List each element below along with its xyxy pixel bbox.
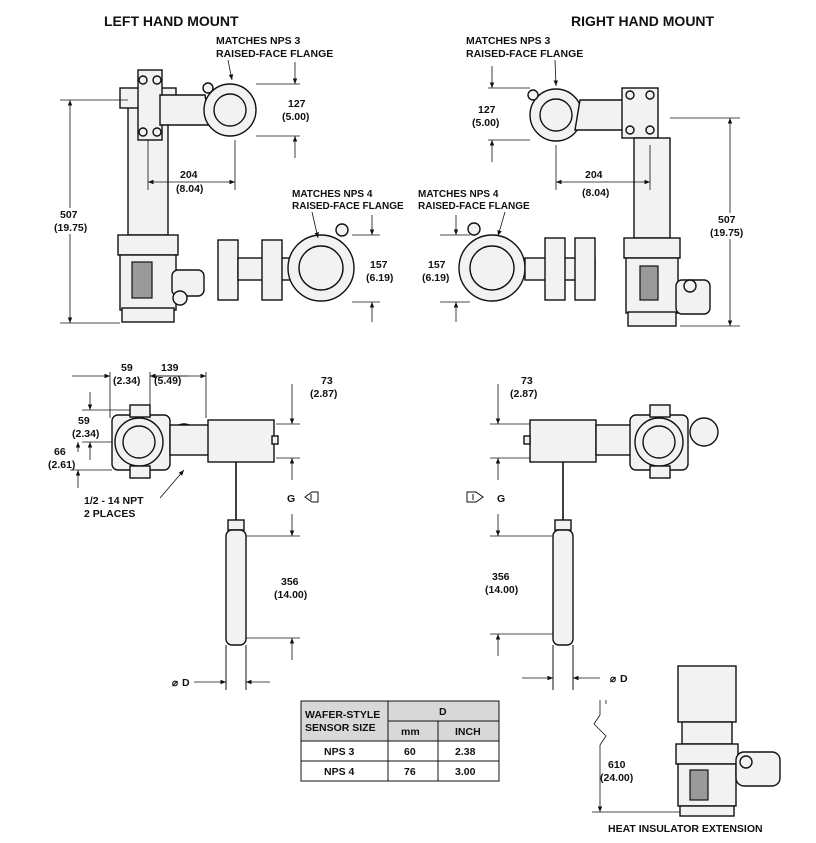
- left-66-dimension: 66 (2.61): [48, 442, 112, 488]
- svg-text:356: 356: [492, 571, 510, 583]
- table-header-size-2: SENSOR SIZE: [305, 722, 376, 734]
- svg-text:507: 507: [60, 209, 78, 221]
- right-157-dimension: 157 (6.19): [422, 215, 470, 322]
- right-356-dimension: 356 (14.00): [485, 514, 553, 656]
- table-row-mm: 76: [404, 766, 416, 778]
- left-127-dimension: 127 (5.00): [256, 62, 309, 158]
- left-nps3-note-2: RAISED-FACE FLANGE: [216, 48, 333, 60]
- svg-text:59: 59: [121, 362, 133, 374]
- svg-text:G: G: [497, 493, 505, 505]
- svg-text:204: 204: [585, 169, 603, 181]
- left-nps4-wafer: [217, 223, 355, 302]
- left-73-dimension: 73 (2.87): [276, 375, 337, 480]
- table-header-inch: INCH: [455, 726, 481, 738]
- left-507-dimension: 507 (19.75): [48, 99, 128, 324]
- svg-text:204: 204: [180, 169, 198, 181]
- svg-text:(2.34): (2.34): [72, 428, 99, 440]
- heat-610-dimension: 610 (24.00): [592, 700, 680, 813]
- svg-text:⌀: ⌀: [172, 678, 178, 689]
- svg-text:(2.87): (2.87): [510, 388, 537, 400]
- table-row-inch: 2.38: [455, 746, 476, 758]
- table-header-mm: mm: [401, 726, 420, 738]
- left-59-horizontal-dimension: 59 (2.34): [72, 362, 188, 418]
- left-204-dimension: 204 (8.04): [147, 140, 236, 195]
- svg-text:356: 356: [281, 576, 299, 588]
- svg-text:(5.00): (5.00): [472, 117, 499, 129]
- left-139-dimension: 139 (5.49): [150, 362, 207, 418]
- svg-text:(5.49): (5.49): [154, 375, 181, 387]
- svg-text:157: 157: [428, 259, 446, 271]
- left-nps3-note-1: MATCHES NPS 3: [216, 35, 301, 47]
- svg-text:(14.00): (14.00): [274, 589, 307, 601]
- svg-text:D: D: [182, 677, 190, 689]
- svg-text:59: 59: [78, 415, 90, 427]
- left-g-marker: G: [287, 491, 319, 505]
- right-nps4-note-2: RAISED-FACE FLANGE: [418, 201, 530, 212]
- npt-note-1: 1/2 - 14 NPT: [84, 495, 144, 507]
- right-nps3-note-1: MATCHES NPS 3: [466, 35, 551, 47]
- svg-text:G: G: [287, 493, 295, 505]
- right-mount-top-view: [527, 87, 711, 327]
- right-nps4-wafer: [458, 222, 596, 302]
- right-nps3-note-2: RAISED-FACE FLANGE: [466, 48, 583, 60]
- left-d-dimension: ⌀ D: [172, 677, 270, 689]
- right-d-dimension: ⌀ D: [522, 673, 628, 685]
- svg-text:(6.19): (6.19): [366, 272, 393, 284]
- svg-text:66: 66: [54, 446, 66, 458]
- table-row-size: NPS 4: [324, 766, 355, 778]
- svg-text:(2.61): (2.61): [48, 459, 75, 471]
- right-mount-front-view: [523, 404, 719, 690]
- npt-note-2: 2 PLACES: [84, 508, 135, 520]
- heat-insulator-view: [675, 665, 781, 817]
- right-nps4-note-1: MATCHES NPS 4: [418, 189, 499, 200]
- left-mount-front-view: [111, 404, 279, 690]
- svg-text:(19.75): (19.75): [54, 222, 87, 234]
- svg-text:⌀: ⌀: [610, 674, 616, 685]
- svg-text:127: 127: [288, 98, 306, 110]
- svg-text:139: 139: [161, 362, 179, 374]
- left-nps4-note-2: RAISED-FACE FLANGE: [292, 201, 404, 212]
- left-356-dimension: 356 (14.00): [246, 514, 307, 660]
- table-row-size: NPS 3: [324, 746, 355, 758]
- svg-text:73: 73: [321, 375, 333, 387]
- right-hand-mount-title: RIGHT HAND MOUNT: [571, 13, 715, 29]
- svg-text:D: D: [620, 673, 628, 685]
- svg-text:(6.19): (6.19): [422, 272, 449, 284]
- right-127-dimension: 127 (5.00): [472, 66, 530, 162]
- left-hand-mount-title: LEFT HAND MOUNT: [104, 13, 239, 29]
- left-157-dimension: 157 (6.19): [352, 215, 393, 322]
- svg-text:(5.00): (5.00): [282, 111, 309, 123]
- svg-text:127: 127: [478, 104, 496, 116]
- table-row-inch: 3.00: [455, 766, 476, 778]
- svg-text:(24.00): (24.00): [600, 772, 633, 784]
- table-header-d: D: [439, 706, 447, 718]
- svg-text:(8.04): (8.04): [176, 183, 203, 195]
- table-row-mm: 60: [404, 746, 416, 758]
- right-507-dimension: 507 (19.75): [670, 117, 755, 327]
- right-g-marker: G: [466, 491, 505, 505]
- svg-text:(2.34): (2.34): [113, 375, 140, 387]
- heat-insulator-title: HEAT INSULATOR EXTENSION: [608, 823, 763, 835]
- table-header-size-1: WAFER-STYLE: [305, 709, 380, 721]
- svg-text:507: 507: [718, 214, 736, 226]
- svg-text:157: 157: [370, 259, 388, 271]
- svg-text:(19.75): (19.75): [710, 227, 743, 239]
- wafer-size-table: WAFER-STYLE SENSOR SIZE D mm INCH NPS 3 …: [300, 700, 500, 782]
- svg-text:610: 610: [608, 759, 626, 771]
- svg-text:(8.04): (8.04): [582, 187, 609, 199]
- left-nps4-note-1: MATCHES NPS 4: [292, 189, 373, 200]
- left-mount-top-view: [117, 69, 257, 323]
- svg-text:73: 73: [521, 375, 533, 387]
- left-59-vertical-dimension: 59 (2.34): [72, 392, 130, 460]
- svg-text:(2.87): (2.87): [310, 388, 337, 400]
- right-73-dimension: 73 (2.87): [490, 375, 537, 480]
- right-204-dimension: 204 (8.04): [555, 145, 651, 199]
- svg-text:(14.00): (14.00): [485, 584, 518, 596]
